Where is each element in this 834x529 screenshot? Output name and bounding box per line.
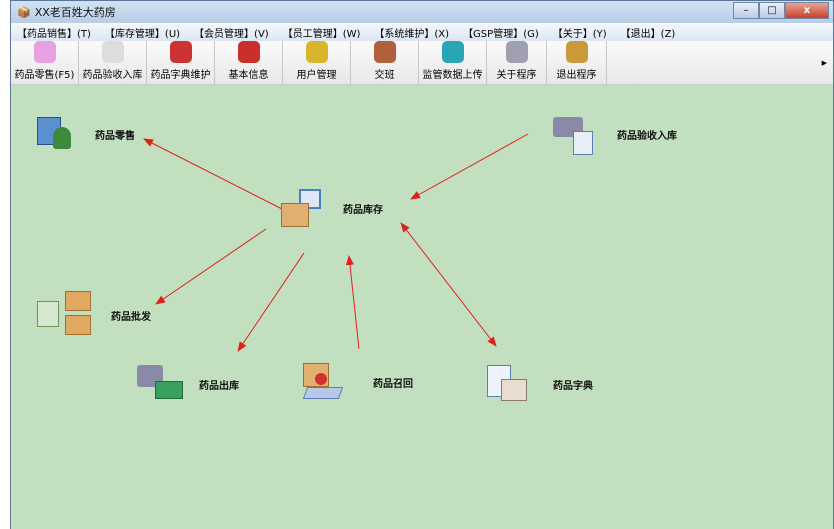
toolbar-button-label: 药品字典维护 <box>150 70 211 81</box>
arrow-to-retail <box>143 138 287 212</box>
signpost-icon <box>565 41 588 63</box>
toolbar-overflow-icon[interactable]: ▶ <box>821 59 827 67</box>
upload-icon <box>441 41 464 63</box>
toolbar-button-label: 监管数据上传 <box>422 70 483 81</box>
boxes-exchange-icon <box>37 291 93 339</box>
close-button[interactable]: x <box>785 2 829 19</box>
arrow-to-outbound <box>237 252 305 352</box>
cashier-icon <box>35 115 75 153</box>
menu-bar: 【药品销售】(T) 【库存管理】(U) 【会员管理】(V) 【员工管理】(W) … <box>11 23 833 41</box>
boxes-computer-icon <box>281 189 321 227</box>
menu-members[interactable]: 【会员管理】(V) <box>194 28 269 40</box>
toolbar-button-label: 退出程序 <box>556 70 597 81</box>
first-aid-kit-icon <box>169 41 192 63</box>
menu-staff[interactable]: 【员工管理】(W) <box>282 28 361 40</box>
toolbar-button-1[interactable]: 药品验收入库 <box>79 41 147 84</box>
pill-icon <box>33 41 56 63</box>
toolbar-button-3[interactable]: 基本信息 <box>215 41 283 84</box>
toolbar-button-7[interactable]: 关于程序 <box>487 41 547 84</box>
toolbar-button-0[interactable]: 药品零售(F5) <box>11 41 79 84</box>
node-receive[interactable]: 药品验收入库 <box>551 115 677 155</box>
menu-gsp[interactable]: 【GSP管理】(G) <box>463 28 539 40</box>
menu-system[interactable]: 【系统维护】(X) <box>374 28 450 40</box>
toolbar-button-label: 药品验收入库 <box>82 70 143 81</box>
toolbar-button-4[interactable]: 用户管理 <box>283 41 351 84</box>
node-recall[interactable]: 药品召回 <box>299 363 413 401</box>
keys-icon <box>305 41 328 63</box>
workflow-canvas: 药品零售 药品验收入库 药品库存 药品批发 药品出库 药品召回 药品字典 <box>11 85 833 529</box>
handshake-icon <box>373 41 396 63</box>
toolbar-button-2[interactable]: 药品字典维护 <box>147 41 215 84</box>
question-bubble-icon <box>505 41 528 63</box>
node-retail[interactable]: 药品零售 <box>35 115 135 153</box>
node-dictionary[interactable]: 药品字典 <box>485 365 593 403</box>
minimize-button[interactable]: – <box>733 2 759 19</box>
truck-document-icon <box>551 115 593 155</box>
toolbar-button-5[interactable]: 交班 <box>351 41 419 84</box>
arrow-inventory-dictionary <box>400 222 497 347</box>
node-wholesale[interactable]: 药品批发 <box>37 291 151 339</box>
checklist-icon <box>101 41 124 63</box>
flow-arrows <box>143 133 529 352</box>
menu-sales[interactable]: 【药品销售】(T) <box>17 28 91 40</box>
toolbar-button-label: 基本信息 <box>228 70 269 81</box>
app-icon: 📦 <box>17 5 31 19</box>
arrow-to-wholesale <box>155 228 267 305</box>
box-recall-icon <box>299 363 344 401</box>
arrow-from-recall <box>345 255 360 350</box>
toolbar-button-6[interactable]: 监管数据上传 <box>419 41 487 84</box>
toolbar-button-label: 交班 <box>374 70 395 81</box>
toolbar-button-label: 药品零售(F5) <box>14 70 75 81</box>
toolbar-button-label: 关于程序 <box>496 70 537 81</box>
main-window: 📦 XX老百姓大药房 – □ x 【药品销售】(T) 【库存管理】(U) 【会员… <box>10 0 834 529</box>
document-box-icon <box>485 365 529 403</box>
toolbar: 药品零售(F5) 药品验收入库药品字典维护 基本信息 用户管理 交班 监管数据上传 关于程序… <box>11 41 833 85</box>
maximize-button[interactable]: □ <box>759 2 785 19</box>
window-title: XX老百姓大药房 <box>34 6 116 19</box>
truck-outbound-icon <box>135 365 185 403</box>
node-outbound[interactable]: 药品出库 <box>135 365 239 403</box>
people-icon <box>237 41 260 63</box>
title-bar: 📦 XX老百姓大药房 – □ x <box>11 1 833 23</box>
menu-about[interactable]: 【关于】(Y) <box>552 28 607 40</box>
toolbar-button-label: 用户管理 <box>296 70 337 81</box>
arrow-from-receive <box>410 133 529 200</box>
menu-exit[interactable]: 【退出】(Z) <box>620 28 676 40</box>
toolbar-button-8[interactable]: 退出程序 <box>547 41 607 84</box>
node-inventory[interactable]: 药品库存 <box>281 189 383 227</box>
menu-inventory[interactable]: 【库存管理】(U) <box>104 28 181 40</box>
